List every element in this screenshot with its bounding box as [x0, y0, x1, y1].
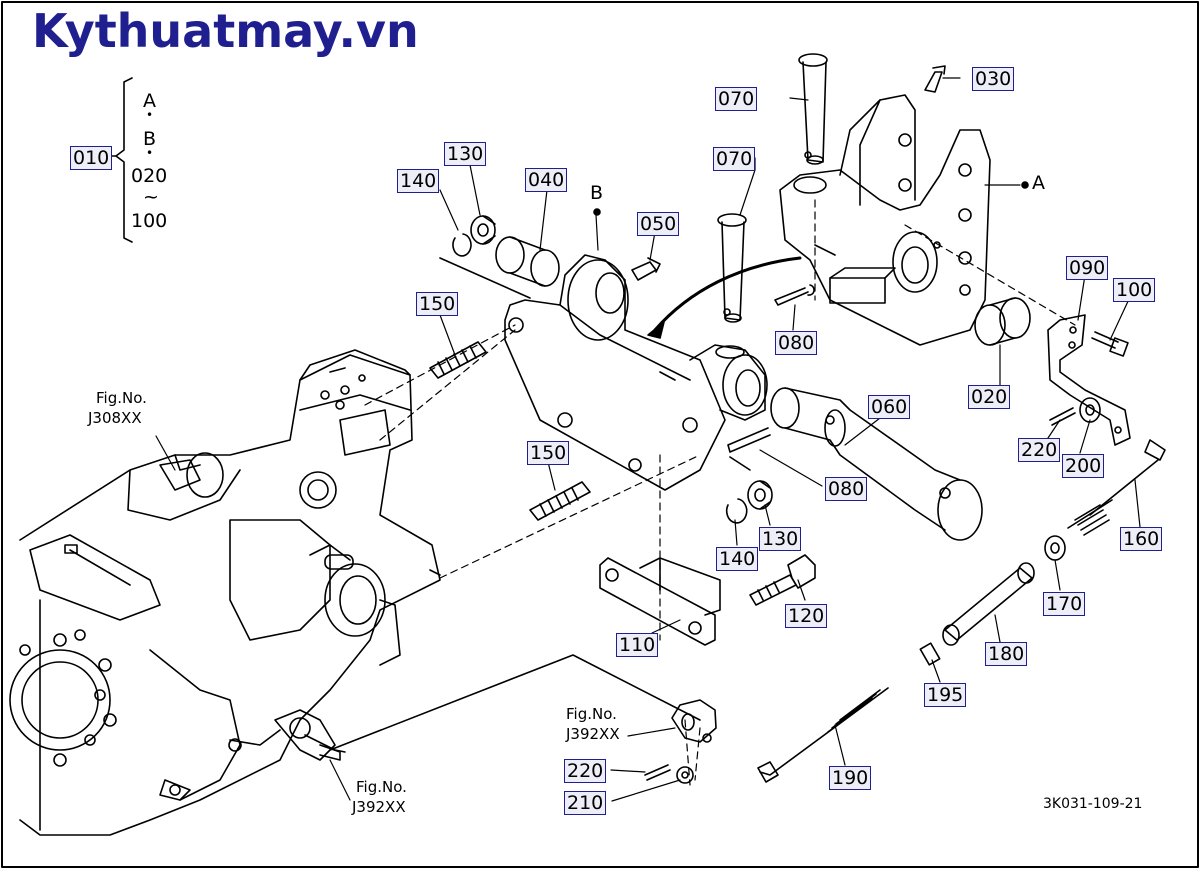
figref-j392-housing-title: Fig.No.: [356, 778, 407, 796]
part-label-220-lower: 220: [564, 759, 607, 783]
figref-j308-code: J308XX: [88, 409, 142, 427]
part-label-070-lower: 070: [713, 147, 756, 171]
part-label-100: 100: [1113, 278, 1156, 302]
part-label-140-upper: 140: [397, 169, 440, 193]
part-label-160: 160: [1120, 527, 1163, 551]
bracket-dot-2: •: [146, 146, 154, 160]
transmission-housing: [9, 349, 441, 836]
bracket-dot-1: •: [146, 108, 154, 122]
part-label-080-upper: 080: [775, 331, 818, 355]
assembly-letter-b: B: [590, 182, 604, 204]
figref-j392-lever-title: Fig.No.: [566, 705, 617, 723]
part-label-110: 110: [616, 633, 659, 657]
bracket-a: [779, 94, 991, 346]
part-label-190: 190: [829, 766, 872, 790]
part-label-050: 050: [637, 212, 680, 236]
part-label-170: 170: [1043, 592, 1086, 616]
assembly-letter-a: A: [1032, 172, 1045, 194]
part-label-150-lower: 150: [527, 441, 570, 465]
part-label-130-upper: 130: [444, 142, 487, 166]
part-label-060: 060: [868, 395, 911, 419]
part-label-150-upper: 150: [416, 292, 459, 316]
part-label-200: 200: [1062, 454, 1105, 478]
part-label-130-lower: 130: [759, 527, 802, 551]
bracket-line-b: B: [143, 128, 157, 150]
part-label-140-lower: 140: [716, 547, 759, 571]
part-label-210: 210: [564, 791, 607, 815]
shaft-060: [770, 387, 983, 541]
bracket-b: [504, 254, 768, 491]
part-label-090: 090: [1066, 256, 1109, 280]
part-label-180: 180: [985, 642, 1028, 666]
pin-070-upper: [798, 53, 828, 165]
figref-j392-housing-code: J392XX: [352, 798, 406, 816]
drawing-code: 3K031-109-21: [1043, 796, 1143, 812]
part-label-030: 030: [972, 67, 1015, 91]
part-label-120: 120: [785, 604, 828, 628]
bracket-tilde: ~: [143, 186, 159, 208]
site-brand: Kythuatmay.vn: [32, 4, 419, 58]
pin-070-lower: [717, 213, 747, 323]
part-label-080-lower: 080: [825, 477, 868, 501]
plate-110: [599, 557, 721, 646]
part-label-195: 195: [924, 683, 967, 707]
bracket-line-a: A: [143, 90, 156, 112]
part-label-020: 020: [968, 385, 1011, 409]
part-label-010: 010: [70, 146, 113, 170]
bracket-line-020: 020: [131, 165, 168, 187]
figref-j392-lever-code: J392XX: [566, 725, 620, 743]
part-label-070-upper: 070: [715, 87, 758, 111]
bracket-line-100: 100: [131, 210, 168, 232]
stud-150-upper: [429, 341, 487, 379]
part-label-220-right: 220: [1018, 438, 1061, 462]
stud-150-lower: [529, 481, 591, 521]
part-label-040: 040: [525, 168, 568, 192]
figref-j308-title: Fig.No.: [96, 389, 147, 407]
